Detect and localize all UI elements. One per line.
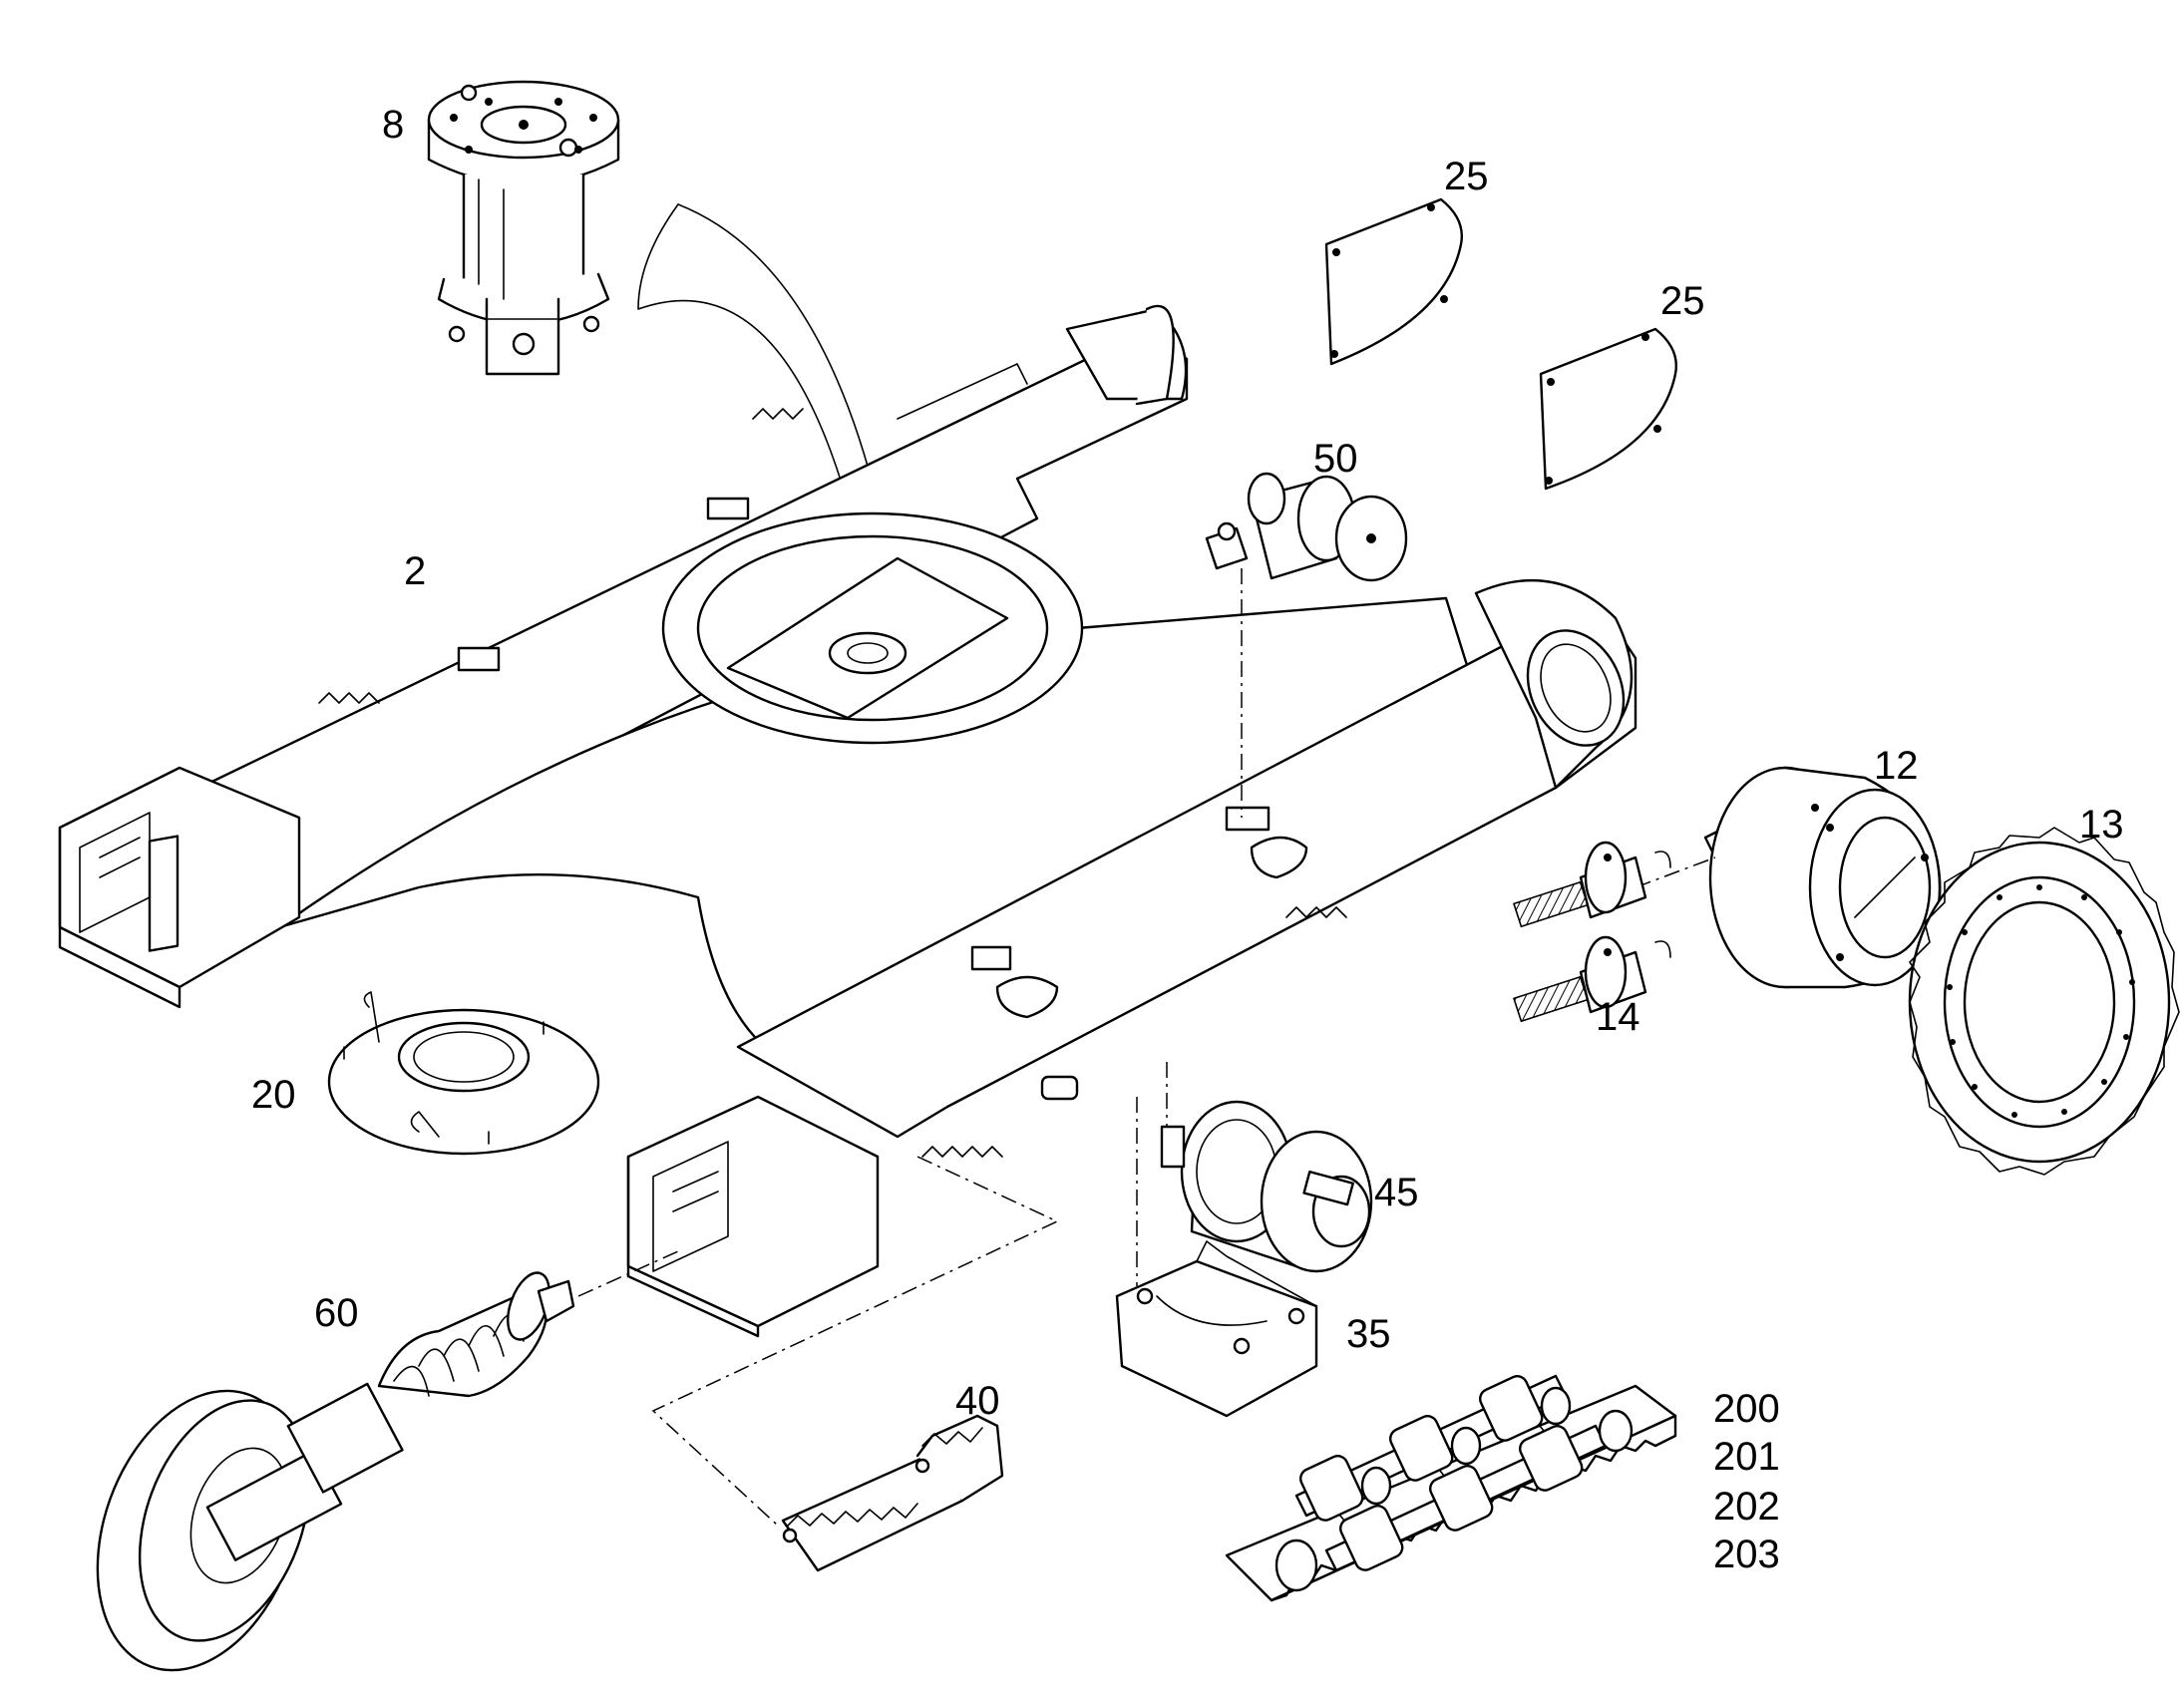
bottom-cover-part-20 (327, 991, 600, 1156)
undercarriage-frame-part-2 (58, 304, 1637, 1338)
roller-guard-part-35 (1115, 1097, 1318, 1418)
track-roller-part-45 (1160, 1062, 1373, 1273)
callout-part-20: 20 (251, 1073, 296, 1117)
callout-part-13: 13 (2079, 803, 2124, 847)
callout-part-45: 45 (1374, 1171, 1419, 1214)
swivel-joint-part-8 (427, 80, 620, 376)
callout-part-12: 12 (1874, 744, 1919, 788)
callout-part-60: 60 (314, 1291, 359, 1335)
bolts-part-14 (1512, 841, 1671, 1023)
guard-plate-part-40 (651, 1156, 1059, 1572)
callout-part-203: 203 (1713, 1533, 1780, 1576)
cover-plate-part-25-lower (1539, 327, 1677, 491)
callout-part-14: 14 (1596, 995, 1640, 1039)
callout-part-2: 2 (404, 549, 427, 593)
callout-part-201: 201 (1713, 1435, 1780, 1479)
sprocket-part-13 (1908, 827, 2180, 1176)
idler-and-recoil-spring-part-60 (96, 1250, 679, 1672)
callout-part-50: 50 (1313, 437, 1358, 481)
callout-part-200: 200 (1713, 1387, 1780, 1431)
callout-part-25-upper: 25 (1444, 155, 1489, 198)
carrier-roller-part-50 (1205, 472, 1408, 818)
callout-part-8: 8 (382, 103, 405, 147)
track-chain-and-shoes-parts-200-203 (1225, 1374, 1677, 1602)
final-drive-part-12 (1635, 766, 1942, 989)
callout-part-40: 40 (955, 1379, 1000, 1423)
callout-part-35: 35 (1346, 1312, 1391, 1356)
callout-part-202: 202 (1713, 1485, 1780, 1529)
cover-plate-part-25-upper (1324, 197, 1463, 366)
callout-part-25-lower: 25 (1660, 279, 1705, 323)
